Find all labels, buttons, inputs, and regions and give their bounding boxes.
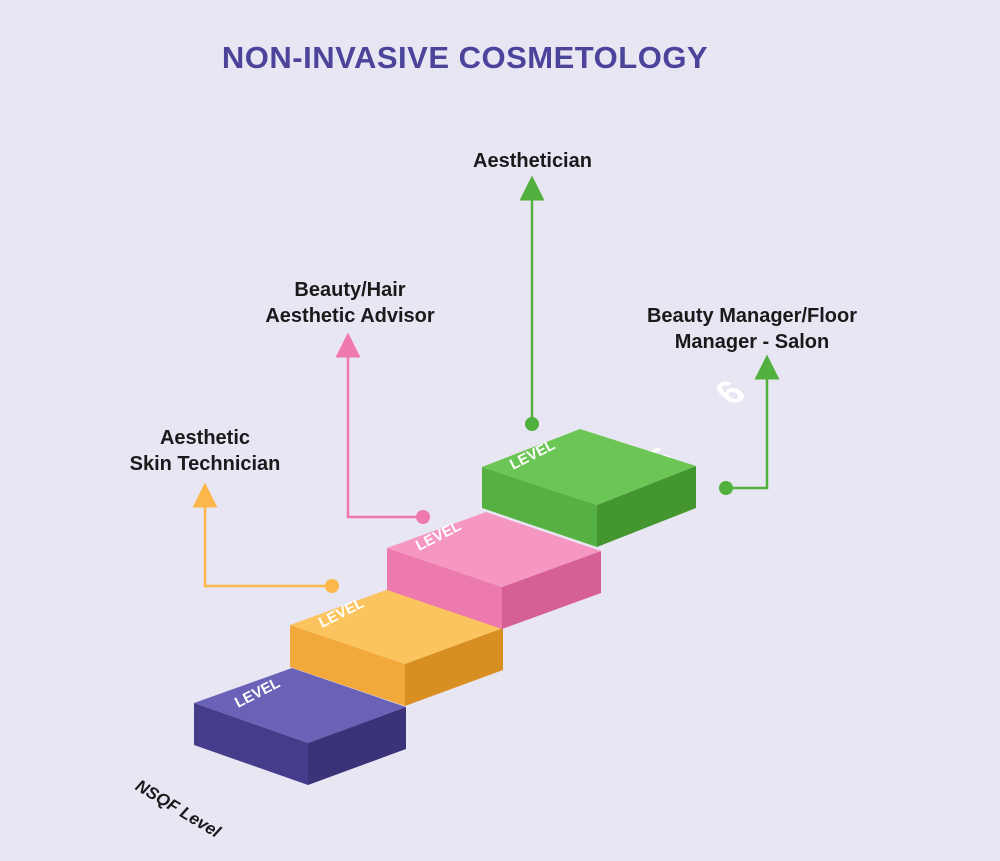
- connector-level5: [335, 332, 430, 524]
- step-level-6: LEVEL 6: [482, 373, 754, 547]
- role-level-5: Beauty/Hair Aesthetic Advisor: [265, 279, 435, 327]
- level-6-number: 6: [705, 373, 754, 412]
- connector-level4: [192, 482, 339, 593]
- page-title: NON-INVASIVE COSMETOLOGY: [221, 40, 709, 75]
- role-level-6: Aesthetician: [473, 150, 592, 172]
- role-level-4: Aesthetic Skin Technician: [129, 427, 281, 475]
- role-manager: Beauty Manager/Floor Manager - Salon: [646, 305, 858, 353]
- connector-level6: [519, 175, 545, 431]
- step-level-5: LEVEL 5: [387, 440, 686, 629]
- connector-manager: [719, 354, 780, 495]
